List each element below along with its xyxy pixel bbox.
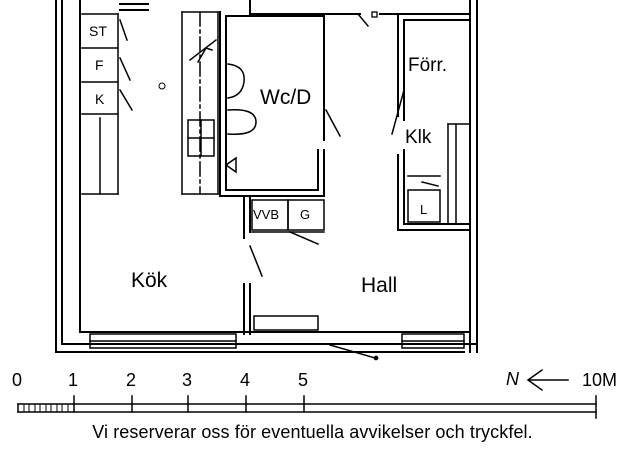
scale-end-label: 10M [582,370,617,390]
room-label-vvb: VVB [253,207,279,222]
north-label: N [506,369,520,389]
scale-tick-4: 4 [240,370,250,390]
room-label-forr: Förr. [408,55,447,76]
bathroom-fixtures [224,63,257,174]
ceiling-light [158,82,166,90]
disclaimer-text: Vi reserverar oss för eventuella avvikel… [92,422,533,442]
room-label-st: ST [89,23,107,39]
scale-tick-0: 0 [12,370,22,390]
partition-wall [243,245,319,335]
scale-tick-5: 5 [298,370,308,390]
room-label-wcd: Wc/D [260,86,311,109]
top-walls [119,0,471,18]
bathroom-door [324,108,342,138]
north-arrow-icon [526,368,569,392]
scale-tick-2: 2 [126,370,136,390]
utility-block [243,195,325,245]
room-label-hall: Hall [361,274,397,297]
bathroom-walls [219,11,325,197]
entrance-door [356,12,370,28]
closet-walls [397,13,471,231]
closet-fixtures [391,89,471,225]
room-label-klk: Klk [405,127,432,148]
windows [89,333,465,349]
scale-tick-3: 3 [182,370,192,390]
room-label-kok: Kök [131,269,168,292]
scale-bar [17,395,597,419]
room-label-k: K [95,91,105,107]
room-label-f: F [95,57,104,73]
room-label-g: G [300,207,310,222]
balcony-door [329,344,379,361]
scale-tick-1: 1 [68,370,78,390]
room-label-l: L [420,202,427,217]
wardrobe-column [81,13,134,195]
kitchen-counter [181,11,219,195]
